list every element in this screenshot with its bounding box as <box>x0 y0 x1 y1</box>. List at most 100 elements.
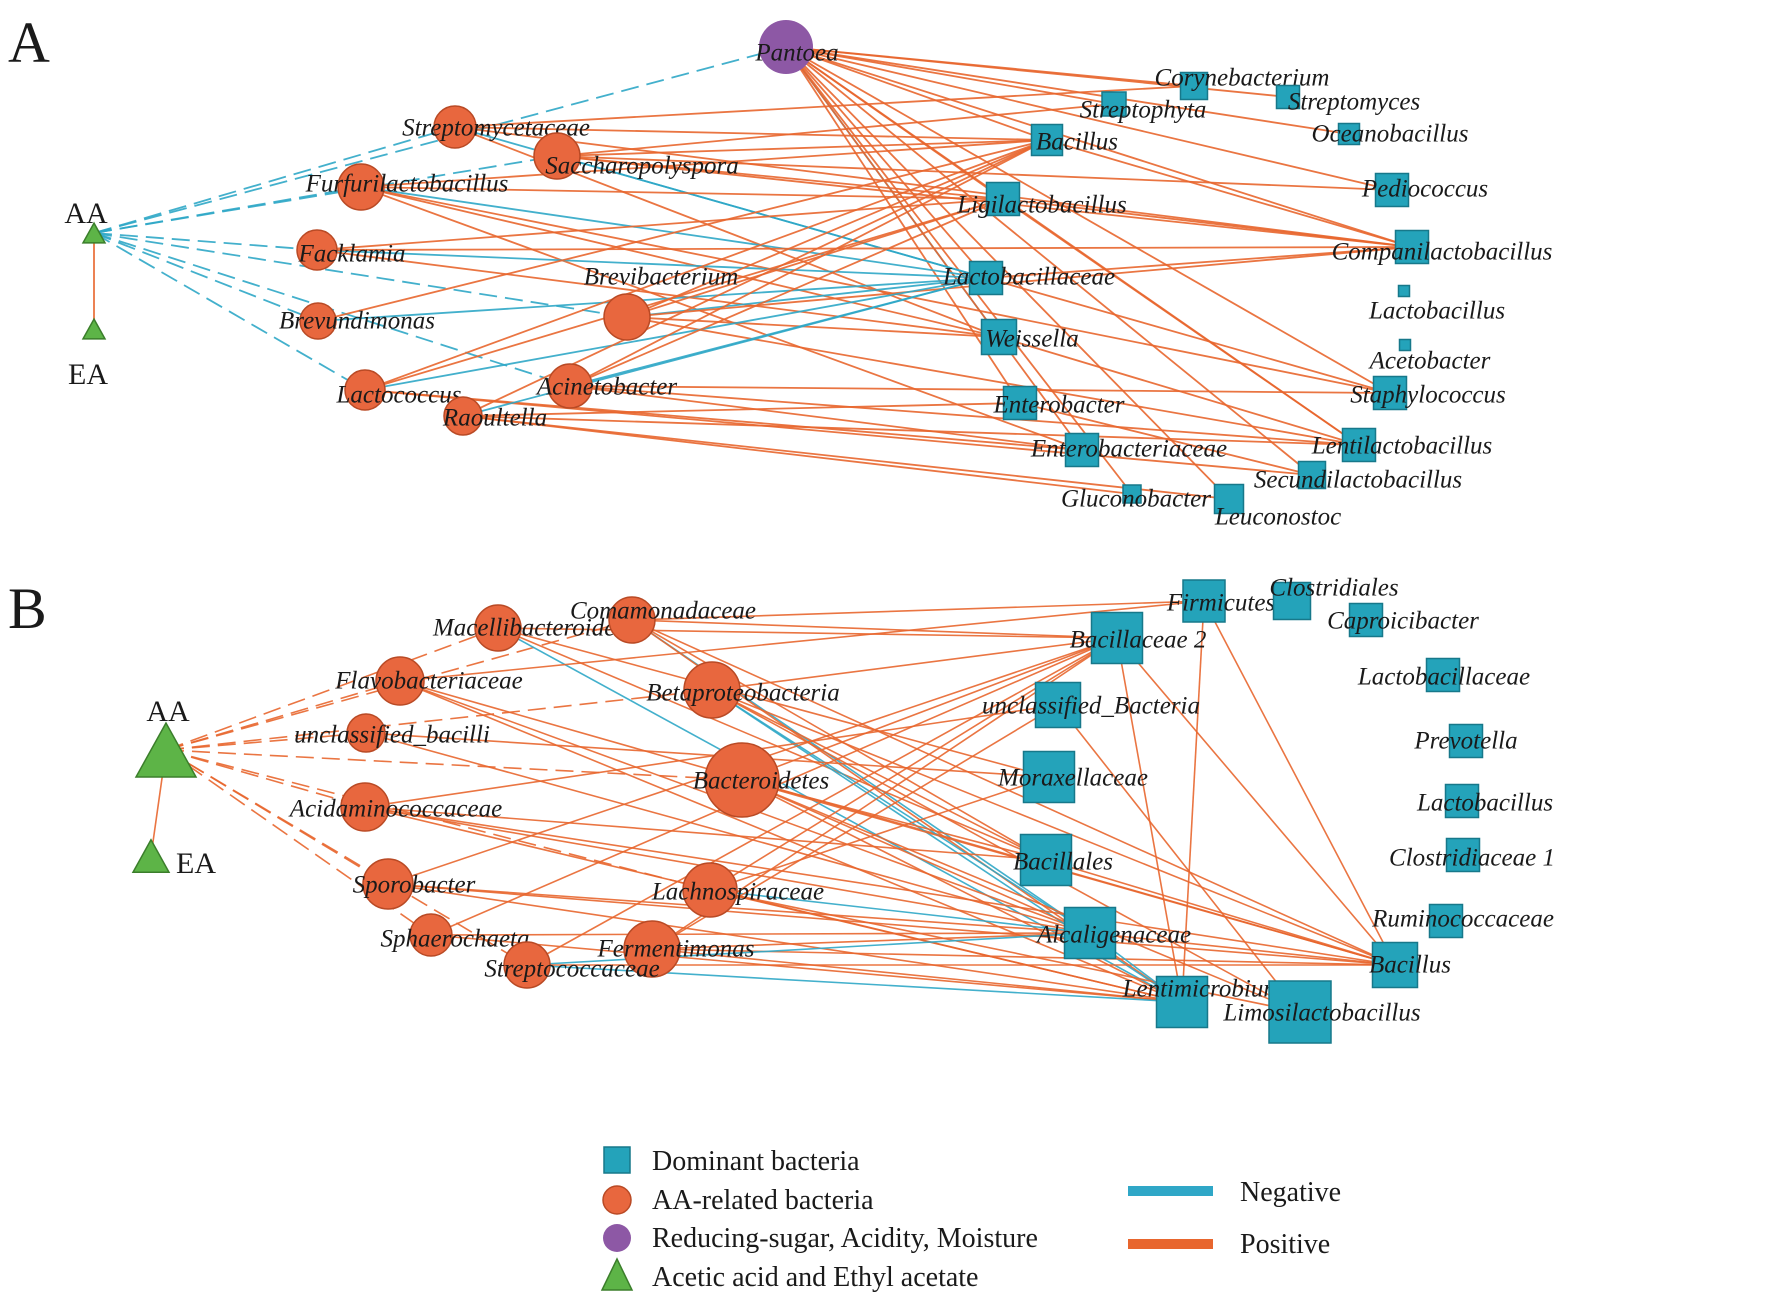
node-label-aa: AA <box>64 197 108 230</box>
node-label-bacillales: Bacillales <box>1013 849 1113 876</box>
node-oceanobacillus <box>1337 122 1361 146</box>
edge-lachnospiraceae-bacillaceae2 <box>709 637 1118 891</box>
edge-acidaminococcaceae-unclassified-bacteria <box>364 704 1059 808</box>
edge-acinetobacter-bacillus <box>569 139 1048 387</box>
edge-fermentimonas-alcaligenaceae <box>651 932 1091 950</box>
node-enterobacteriaceae <box>1064 432 1100 468</box>
node-moraxellaceae <box>1022 750 1076 804</box>
edge-brevundimonas-bacillus <box>317 139 1048 322</box>
edge-aa-macellibacteroides <box>165 627 499 751</box>
node-unclassified-bacilli <box>346 713 386 753</box>
edge-furfurilactobacillus-weissella <box>360 186 1000 338</box>
node-label-corynebacterium: Corynebacterium <box>1155 65 1330 92</box>
node-bacillaceae2 <box>1090 611 1144 665</box>
edge-aa-brevundimonas <box>93 232 319 322</box>
edge-bacillaceae2-bacillus <box>1116 637 1396 966</box>
node-pediococcus <box>1374 172 1410 208</box>
node-lactococcus <box>344 369 386 411</box>
edge-brevibacterium-weissella <box>626 316 1000 338</box>
node-comamonadaceae <box>608 596 656 644</box>
edge-flavobacteriaceae-firmicutes <box>399 600 1205 682</box>
edge-aa-bacteroidetes <box>165 749 743 781</box>
edge-acinetobacter-staphylococcus <box>569 385 1391 394</box>
edge-lactococcus-secundilactobacillus <box>364 389 1313 476</box>
node-label-bacteroidetes: Bacteroidetes <box>693 768 830 795</box>
node-streptomyces <box>1275 84 1301 110</box>
edge-comamonadaceae-bacillus <box>631 619 1396 966</box>
node-label-macellibacteroides: Macellibacteroides <box>432 615 625 642</box>
edge-furfurilactobacillus-ligilactobacillus <box>360 186 1004 200</box>
node-label-saccharopolyspora: Saccharopolyspora <box>545 153 739 180</box>
node-bacillus <box>1030 123 1064 157</box>
edge-pantoea-lactobacillaceae <box>785 46 987 279</box>
edge-facklamia-weissella <box>316 249 1000 338</box>
node-label-comamonadaceae: Comamonadaceae <box>570 598 756 625</box>
node-streptophyta <box>1101 91 1127 117</box>
edge-ligilactobacillus-lentilactobacillus <box>1002 198 1360 446</box>
edge-aa-lactococcus <box>93 232 366 391</box>
legend-label-acid: Acetic acid and Ethyl acetate <box>652 1262 978 1293</box>
legend-label-environment: Reducing-sugar, Acidity, Moisture <box>652 1223 1038 1254</box>
edge-sphaerochaeta-lentimicrobium <box>430 934 1183 1003</box>
node-lentilactobacillus <box>1341 427 1377 463</box>
node-label-betaproteobacteria: Betaproteobacteria <box>646 680 839 707</box>
edge-ligilactobacillus-companilactobacillus <box>1002 198 1413 248</box>
node-weissella <box>980 318 1018 356</box>
node-label-limosilactobacillus: Limosilactobacillus <box>1222 1000 1420 1027</box>
edge-streptococcaceae-bacillaceae2 <box>526 637 1118 966</box>
node-label-enterobacteriaceae: Enterobacteriaceae <box>1030 436 1227 463</box>
edge-facklamia-companilactobacillus <box>316 246 1413 251</box>
edge-facklamia-lactobacillaceae <box>316 249 987 279</box>
edge-comamonadaceae-bacillales <box>631 619 1047 861</box>
edge-pantoea-oceanobacillus <box>785 46 1350 135</box>
node-label-enterobacter: Enterobacter <box>993 392 1125 419</box>
edge-flavobacteriaceae-lentimicrobium <box>399 680 1183 1003</box>
node-streptomycetaceae <box>433 105 477 149</box>
node-facklamia <box>296 229 338 271</box>
node-bacteroidetes <box>704 742 780 818</box>
legend-label-negative: Negative <box>1240 1177 1341 1208</box>
edge-enterobacter-secundilactobacillus <box>1019 402 1313 476</box>
edge-acinetobacter-ligilactobacillus <box>569 198 1004 387</box>
node-prevotella <box>1448 723 1484 759</box>
node-acidaminococcaceae <box>340 782 390 832</box>
edge-unclassified-bacteria-limosilactobacillus <box>1057 704 1301 1013</box>
node-ligilactobacillus <box>985 181 1021 217</box>
node-label-unclassified-bacteria: unclassified_Bacteria <box>982 693 1200 720</box>
node-leuconostoc <box>1213 483 1245 515</box>
edge-bacteroidetes-bacillaceae2 <box>741 637 1118 781</box>
panel-b: B AAEAMacellibacteroidesComamonadaceaeFl… <box>8 575 1555 1044</box>
edge-firmicutes-lentimicrobium <box>1181 600 1205 1003</box>
node-lentimicrobium <box>1155 975 1209 1029</box>
node-label-sporobacter: Sporobacter <box>353 872 476 899</box>
node-label-clostridiales: Clostridiales <box>1269 575 1398 602</box>
legend-label-aa-related: AA-related bacteria <box>652 1185 874 1216</box>
edge-lachnospiraceae-lentimicrobium <box>709 889 1183 1003</box>
node-label-acetobacter: Acetobacter <box>1368 348 1491 375</box>
node-companilactobacillus <box>1394 229 1430 265</box>
edge-furfurilactobacillus-bacillus <box>360 139 1048 188</box>
node-betaproteobacteria <box>683 661 741 719</box>
node-bacillales <box>1019 833 1073 887</box>
edge-alcaligenaceae-bacillus <box>1089 932 1396 966</box>
edges-a <box>93 46 1413 500</box>
node-label-caproicibacter: Caproicibacter <box>1327 608 1479 635</box>
edge-pantoea-streptophyta <box>785 46 1115 105</box>
edge-sporobacter-bacillus <box>387 883 1396 966</box>
node-pantoea <box>759 20 813 74</box>
node-label-lachnospiraceae: Lachnospiraceae <box>651 879 824 906</box>
node-streptococcaceae <box>503 941 551 989</box>
edge-saccharopolyspora-ligilactobacillus <box>556 155 1004 200</box>
edge-brevibacterium-lentilactobacillus <box>626 316 1360 446</box>
node-corynebacterium <box>1179 71 1209 101</box>
edge-fermentimonas-bacillus <box>651 948 1396 966</box>
panel-letter-b: B <box>8 576 47 641</box>
nodes-a: AAEAPantoeaStreptomycetaceaeSaccharopoly… <box>64 20 1552 531</box>
node-label-oceanobacillus: Oceanobacillus <box>1312 121 1469 148</box>
node-ruminococcaceae <box>1428 903 1464 939</box>
edge-aa-streptomycetaceae <box>93 126 456 234</box>
node-brevibacterium <box>603 293 651 341</box>
node-label-unclassified-bacilli: unclassified_bacilli <box>294 722 490 749</box>
node-limosilactobacillus <box>1268 980 1332 1044</box>
panel-a: A AAEAPantoeaStreptomycetaceaeSaccharopo… <box>8 10 1552 531</box>
